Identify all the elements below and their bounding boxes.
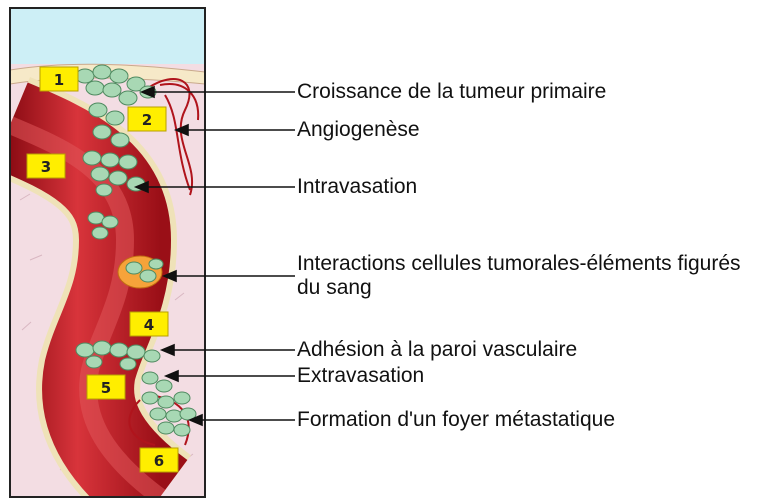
stage-marker-5: 5 xyxy=(87,375,125,399)
stage-marker-6-label: 6 xyxy=(154,452,164,470)
label-intravasation: Intravasation xyxy=(297,175,417,199)
stage-marker-4: 4 xyxy=(130,312,168,336)
stage-marker-1: 1 xyxy=(40,67,78,91)
stage-marker-2-label: 2 xyxy=(142,111,152,129)
stage-marker-2: 2 xyxy=(128,107,166,131)
label-metastatic-focus: Formation d'un foyer métastatique xyxy=(297,408,615,432)
label-angiogenesis: Angiogenèse xyxy=(297,118,420,142)
label-blood-element-interactions: Interactions cellules tumorales-éléments… xyxy=(297,252,757,300)
illustration xyxy=(10,8,205,497)
label-vascular-adhesion: Adhésion à la paroi vasculaire xyxy=(297,338,577,362)
stage-marker-3-label: 3 xyxy=(41,158,51,176)
stage-marker-1-label: 1 xyxy=(54,71,64,89)
stage-marker-6: 6 xyxy=(140,448,178,472)
stage-marker-4-label: 4 xyxy=(144,316,154,334)
label-primary-tumor-growth: Croissance de la tumeur primaire xyxy=(297,80,606,104)
platelet-aggregate xyxy=(118,256,163,288)
label-extravasation: Extravasation xyxy=(297,364,424,388)
extracellular-fluid xyxy=(10,8,205,64)
stage-marker-5-label: 5 xyxy=(101,379,111,397)
stage-marker-3: 3 xyxy=(27,154,65,178)
